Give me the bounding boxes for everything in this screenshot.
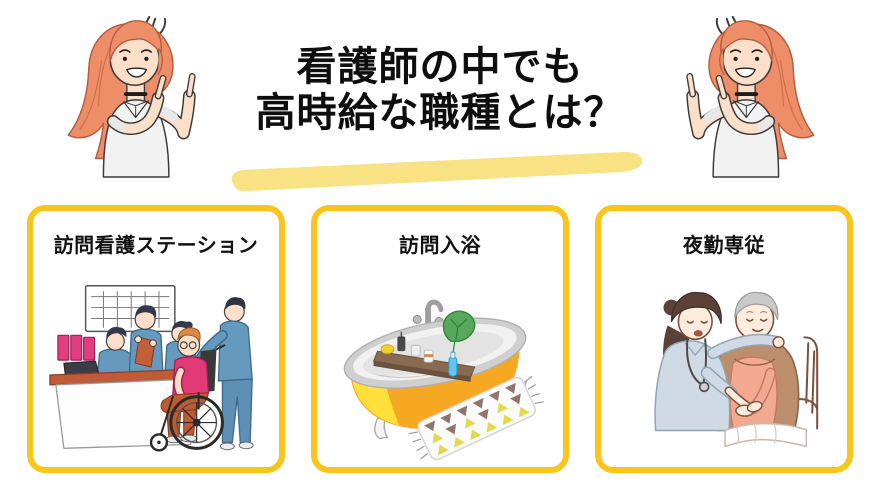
- page-title-line2: 高時給な職種とは？: [255, 90, 625, 137]
- card-title: 訪問入浴: [399, 233, 481, 257]
- page-title: 看護師の中でも 高時給な職種とは？: [0, 44, 880, 137]
- pointing-woman-illustration-right: [682, 12, 840, 178]
- pointing-woman-illustration-left: [42, 12, 200, 178]
- night-shift-care-illustration: [610, 279, 838, 465]
- card-visiting-bath: 訪問入浴: [311, 205, 569, 473]
- card-title: 訪問看護ステーション: [53, 233, 259, 257]
- card-night-shift: 夜勤専従: [595, 205, 853, 473]
- job-cards-row: 訪問看護ステーション: [27, 205, 853, 473]
- nursing-station-icon: [49, 285, 254, 452]
- nurse-elderly-icon: [654, 291, 819, 448]
- bathtub-icon: [343, 299, 544, 461]
- pointing-woman-icon: [686, 15, 815, 178]
- bathtub-illustration: [326, 279, 554, 465]
- card-visiting-nurse-station: 訪問看護ステーション: [27, 205, 285, 473]
- page-title-line1: 看護師の中でも: [296, 44, 584, 90]
- nursing-station-illustration: [42, 279, 270, 465]
- yellow-brush-stroke-icon: [231, 151, 643, 192]
- card-title: 夜勤専従: [683, 233, 765, 257]
- pointing-woman-icon: [67, 15, 196, 178]
